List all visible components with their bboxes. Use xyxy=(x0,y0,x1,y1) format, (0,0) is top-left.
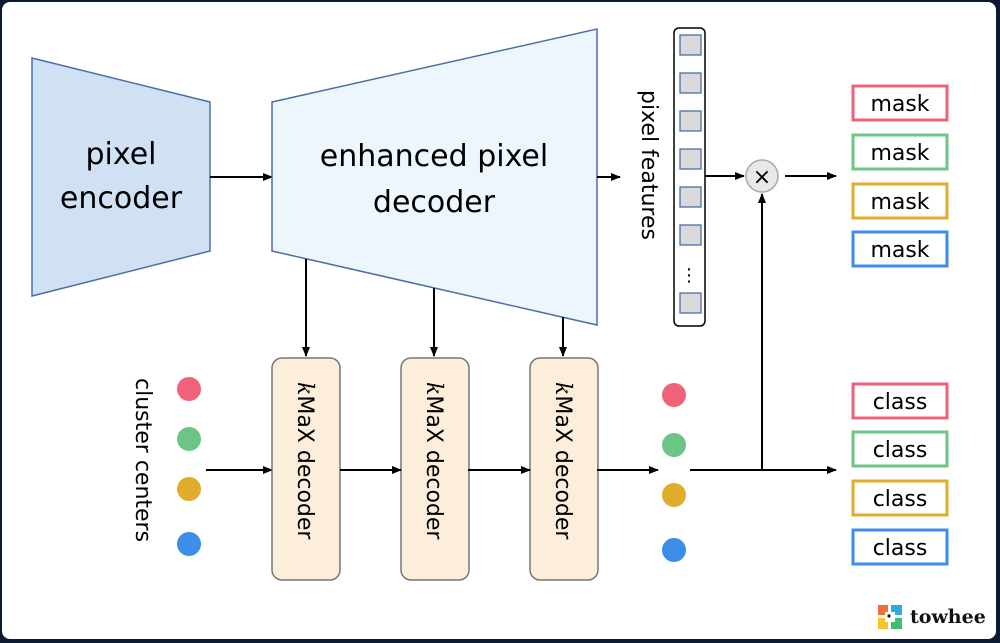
class-label: class xyxy=(873,536,928,561)
updated-cluster-center-dot xyxy=(662,383,686,407)
mask-label: mask xyxy=(870,238,929,263)
pixel-feature-cell xyxy=(679,72,702,94)
mask-label: mask xyxy=(870,190,929,215)
mask-label: mask xyxy=(870,92,929,117)
towhee-logo-icon xyxy=(878,605,902,629)
pixel-encoder-block xyxy=(31,57,211,297)
updated-cluster-center-dot xyxy=(662,538,686,562)
mask-label: mask xyxy=(870,141,929,166)
towhee-logo-text: towhee xyxy=(910,606,986,628)
class-label: class xyxy=(873,390,928,415)
updated-cluster-center-dot xyxy=(662,483,686,507)
pixel-feature-cell xyxy=(679,34,702,56)
pixel-encoder-label-1: pixel xyxy=(85,137,156,172)
pixel-feature-cell xyxy=(679,224,702,246)
multiply-node xyxy=(745,159,779,193)
cluster-centers-label: cluster centers xyxy=(130,378,155,542)
pixel-feature-cell xyxy=(679,292,702,314)
pixel-decoder-label-1: enhanced pixel xyxy=(320,139,548,174)
cluster-center-dot xyxy=(177,377,201,401)
kmax-decoder-label: kMaX decoder xyxy=(292,382,317,540)
pixel-encoder-label-2: encoder xyxy=(60,181,183,216)
mask-box xyxy=(851,133,949,171)
pixel-feature-cell xyxy=(679,148,702,170)
class-box xyxy=(851,528,949,566)
pixel-features-ellipsis: ⋮ xyxy=(680,265,698,286)
multiply-symbol: × xyxy=(753,165,771,190)
class-label: class xyxy=(873,487,928,512)
pixel-features-label: pixel features xyxy=(636,90,661,240)
mask-box xyxy=(851,230,949,268)
pixel-feature-cell xyxy=(679,110,702,132)
class-box xyxy=(851,479,949,517)
pixel-decoder-label-2: decoder xyxy=(373,185,496,220)
enhanced-pixel-decoder-block xyxy=(271,28,598,326)
cluster-center-dot xyxy=(177,427,201,451)
mask-box xyxy=(851,182,949,220)
class-box xyxy=(851,430,949,468)
cluster-center-dot xyxy=(177,532,201,556)
towhee-logo: towhee xyxy=(878,604,986,630)
kmax-decoder-label: kMaX decoder xyxy=(550,382,575,540)
class-box xyxy=(851,382,949,420)
class-label: class xyxy=(873,438,928,463)
pixel-feature-cell xyxy=(679,186,702,208)
kmax-decoder-label: kMaX decoder xyxy=(421,382,446,540)
cluster-center-dot xyxy=(177,477,201,501)
updated-cluster-center-dot xyxy=(662,433,686,457)
mask-box xyxy=(851,84,949,122)
